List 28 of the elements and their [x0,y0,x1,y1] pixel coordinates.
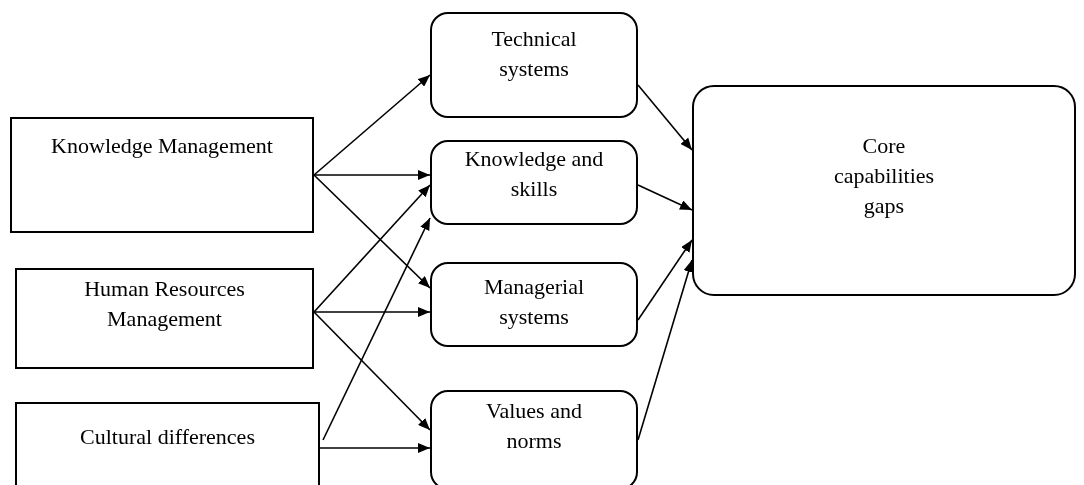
rounded-box [430,262,638,347]
rounded-box [430,390,638,485]
arrow [313,184,431,313]
process-box [15,402,320,485]
node-label: Values and norms [485,397,583,455]
arrow [322,217,431,441]
process-box [10,117,314,233]
arrow [637,84,693,151]
node-label: Knowledge Management [51,132,273,160]
arrow [313,174,431,289]
arrow [637,259,694,441]
arrow [319,443,431,453]
node-label: Knowledge and skills [463,145,605,203]
arrow [637,239,693,321]
rounded-box [430,140,638,225]
arrow [637,184,693,211]
node-label: Core capabilities gaps [832,132,936,220]
rounded-box [692,85,1076,296]
process-box [15,268,314,369]
arrow [313,307,431,317]
rounded-box [430,12,638,118]
arrow [313,74,431,176]
node-label: Human Resources Management [83,275,246,333]
node-label: Managerial systems [482,273,586,331]
arrow [313,170,431,180]
arrow [313,311,431,431]
node-label: Technical systems [490,25,578,83]
node-label: Cultural differences [80,423,255,451]
